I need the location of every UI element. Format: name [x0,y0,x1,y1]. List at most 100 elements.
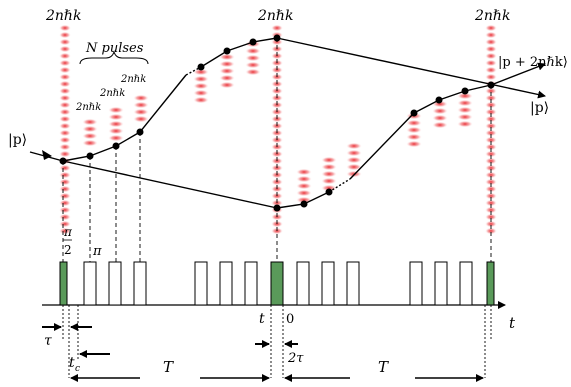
upper-arm-free-1 [139,74,187,133]
atom-cloud [346,142,362,150]
atom-cloud [296,182,312,190]
upper-arm-dotted [185,66,202,76]
atom-cloud [82,118,98,126]
atom-cloud [296,175,312,183]
labels: 2nℏk 2nℏk 2nℏk N pulses 2nℏk 2nℏk 2nℏk |… [8,8,568,376]
pi-pulse [219,261,233,306]
atom-cloud [59,101,71,109]
timing-arrows [42,323,298,358]
step-label-2: 2nℏk [99,88,125,99]
atom-cloud [485,164,497,172]
atom-cloud [245,47,261,55]
atom-cloud [457,99,473,107]
pi-pulse [133,261,147,306]
atom-cloud [485,220,497,228]
atom-cloud [485,227,497,235]
pi-over-2-numerator: π [63,225,73,239]
atom-cloud [346,163,362,171]
beam-splitter-pulse [486,261,495,306]
atom-cloud [59,213,71,221]
atom-cloud [457,120,473,128]
atom-cloud [346,149,362,157]
atom-cloud [59,136,71,144]
atom-cloud [485,213,497,221]
atom-cloud [108,127,124,135]
atom-cloud [59,164,71,172]
atom-cloud [321,163,337,171]
atom-cloud [82,139,98,147]
step-label-3: 2nℏk [120,74,146,85]
atom-cloud [59,220,71,228]
atom-cloud [485,52,497,60]
atom-cloud [108,134,124,142]
atom-cloud [485,171,497,179]
event-dot [461,87,469,95]
atom-cloud [59,59,71,67]
atom-cloud [59,45,71,53]
T-label-left: T [163,358,174,376]
atom-cloud [321,177,337,185]
atom-cloud [485,108,497,116]
atom-cloud [59,38,71,46]
ket-p-output: |p⟩ [530,100,549,116]
event-dot [435,96,443,104]
atom-cloud [193,82,209,90]
atom-cloud [296,189,312,197]
n-pulses-brace [79,50,149,65]
atom-cloud [59,143,71,151]
atom-cloud [108,120,124,128]
time-connectors [62,38,492,305]
atom-cloud [59,24,71,32]
pi-over-2-denominator: 2 [64,243,72,257]
atom-cloud [59,66,71,74]
upper-arm-steps [62,131,141,162]
atom-cloud [245,68,261,76]
two-tau-label: 2τ [287,351,304,366]
atom-cloud [321,156,337,164]
lower-arm-steps-3 [413,84,492,114]
atom-cloud [485,31,497,39]
atom-cloud [485,24,497,32]
output-lower [490,62,546,86]
atom-cloud [133,108,149,116]
atom-cloud [296,168,312,176]
atom-cloud [59,185,71,193]
atom-cloud [457,113,473,121]
atom-cloud [485,73,497,81]
atom-cloud [133,101,149,109]
atom-cloud [219,74,235,82]
atom-cloud [59,52,71,60]
atom-cloud [193,75,209,83]
atom-cloud [485,122,497,130]
pi-label: π [92,244,102,259]
atom-cloud [432,107,448,115]
atom-cloud [406,140,422,148]
atom-cloud [59,206,71,214]
event-dot [249,38,257,46]
atom-cloud [219,53,235,61]
atom-cloud [193,96,209,104]
trajectories [29,37,546,209]
beam-splitter-pulse [59,261,68,306]
time-axis-label: t [509,314,516,332]
atom-cloud [219,81,235,89]
atom-cloud [245,54,261,62]
upper-arm-steps-2 [200,37,278,68]
atom-cloud [59,199,71,207]
pi-pulse [194,261,208,306]
pi-pulse [321,261,335,306]
event-dot [223,47,231,55]
event-dot [325,188,333,196]
pulse-sequence [59,261,495,306]
momentum-label-3: 2nℏk [474,8,510,24]
timing-marks [62,305,492,378]
atom-cloud [59,150,71,158]
ket-p-plus-output: |p + 2nℏk⟩ [498,55,568,70]
atom-cloud [432,114,448,122]
atom-cloud [108,113,124,121]
step-label-1: 2nℏk [75,102,101,113]
atom-cloud [59,73,71,81]
atom-cloud [133,94,149,102]
atom-cloud [59,31,71,39]
